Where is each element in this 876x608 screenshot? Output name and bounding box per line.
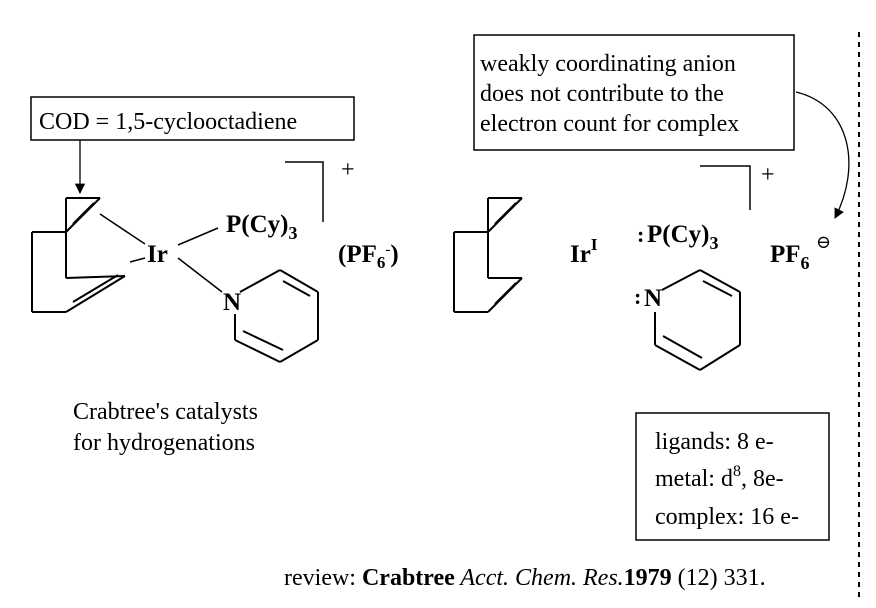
anion-right: PF6	[770, 241, 810, 273]
reference: review: Crabtree Acct. Chem. Res.1979 (1…	[284, 565, 766, 591]
counterion-left: (PF6-)	[338, 241, 399, 272]
ir-cod-bond-top	[99, 213, 146, 245]
anion-note-line2: does not contribute to the	[480, 81, 724, 107]
pyridine-ring-left	[234, 269, 319, 363]
cod-label: COD = 1,5-cyclooctadiene	[39, 109, 297, 135]
complex-electrons: complex: 16 e-	[655, 504, 799, 530]
phosphine-left: P(Cy)3	[226, 211, 297, 243]
pyridine-ring-right	[654, 269, 741, 371]
charge-bracket-left	[285, 161, 324, 222]
cod-ring-right	[453, 197, 523, 313]
iridium-right: IrI	[570, 235, 598, 268]
charge-left: +	[341, 157, 355, 183]
lone-pair-p: :	[637, 222, 644, 247]
pyridine-n-left: N	[223, 289, 241, 316]
pyridine-n-right: N	[644, 285, 662, 312]
caption-line2: for hydrogenations	[73, 430, 255, 456]
anion-charge-right: ⊖	[816, 232, 831, 252]
caption-line1: Crabtree's catalysts	[73, 399, 258, 425]
anion-note-line3: electron count for complex	[480, 111, 739, 137]
cod-label-box: COD = 1,5-cyclooctadiene	[30, 96, 355, 141]
charge-right: +	[761, 162, 775, 188]
ir-cod-bond-bottom	[129, 257, 146, 263]
iridium-left: Ir	[147, 241, 168, 268]
ligand-electrons: ligands: 8 e-	[655, 429, 774, 455]
phosphine-right: P(Cy)3	[647, 221, 718, 253]
lone-pair-n: :	[634, 284, 641, 309]
ir-n-bond-left	[177, 257, 223, 293]
ir-p-bond-left	[177, 227, 219, 246]
anion-note-line1: weakly coordinating anion	[480, 51, 736, 77]
charge-bracket-right	[700, 165, 751, 210]
electron-count-box: ligands: 8 e- metal: d8, 8e- complex: 16…	[635, 412, 830, 541]
anion-note-arrow	[795, 91, 850, 219]
metal-electrons: metal: d8, 8e-	[655, 463, 784, 492]
anion-note-box: weakly coordinating anion does not contr…	[473, 34, 795, 151]
cod-ring-left	[31, 197, 126, 313]
